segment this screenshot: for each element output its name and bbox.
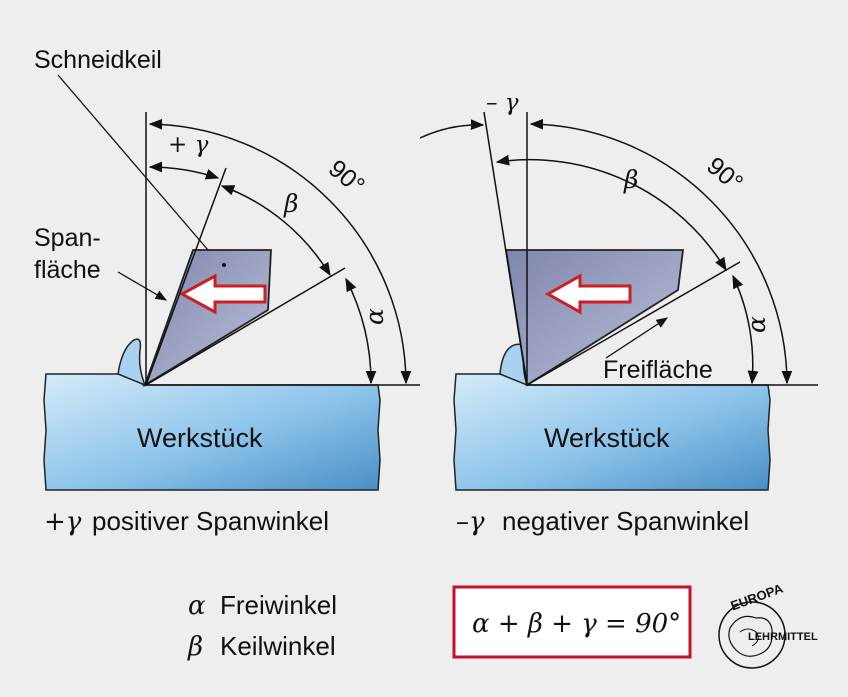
legend: α Freiwinkel β Keilwinkel [187,590,337,662]
logo-top-text: EUROPA [728,580,785,613]
gamma-arc-right [419,119,485,139]
spanflaeche-label-line2: fläche [34,256,101,284]
freiflaeche-label: Freifläche [603,356,713,384]
schneidkeil-label: Schneidkeil [34,46,162,74]
beta-label-left: β [283,189,298,218]
right-diagram: – γ β 90° α Freifläche Werkstück [419,90,818,491]
werkstueck-label-right: Werkstück [544,423,670,453]
formula-box: α + β + γ = 90° [452,585,692,659]
alpha-label-left: α [360,308,389,325]
logo-side-text: LEHRMITTEL [748,631,818,643]
caption-left-text: positiver Spanwinkel [92,506,329,536]
rake-face-line-right [483,111,528,386]
legend-beta-symbol: β [187,632,203,662]
formula-text: α + β + γ = 90° [472,609,681,639]
caption-left-symbol: +γ [44,507,82,537]
legend-beta-text: Keilwinkel [220,631,336,661]
alpha-arc-right [732,274,759,385]
caption-right-symbol: –γ [456,507,485,537]
werkstueck-label-left: Werkstück [137,423,263,453]
legend-alpha-text: Freiwinkel [220,590,337,620]
tool-wedge-left [143,249,272,388]
alpha-arc-left [345,277,377,385]
captions: +γ positiver Spanwinkel –γ negativer Spa… [44,506,749,537]
beta-arc-right [495,154,727,272]
chip-left [117,338,147,387]
minus-gamma-label: – γ [486,90,519,116]
legend-alpha-symbol: α [188,591,206,621]
gamma-arc-left [148,161,220,180]
spanflaeche-label-line1: Span- [34,224,101,252]
angle90-label-right: 90° [701,152,748,198]
beta-arc-left [220,185,331,277]
beta-label-right: β [623,165,638,194]
europa-lehrmittel-logo: EUROPA LEHRMITTEL [718,580,818,669]
caption-right-text: negativer Spanwinkel [502,506,749,536]
plus-gamma-label: + γ [168,132,209,158]
left-diagram: Schneidkeil Span- fläche + γ β 90° α Wer… [34,46,420,491]
angle90-label-left: 90° [323,154,370,200]
spanflaeche-leader [117,271,168,301]
alpha-label-right: α [742,316,771,333]
